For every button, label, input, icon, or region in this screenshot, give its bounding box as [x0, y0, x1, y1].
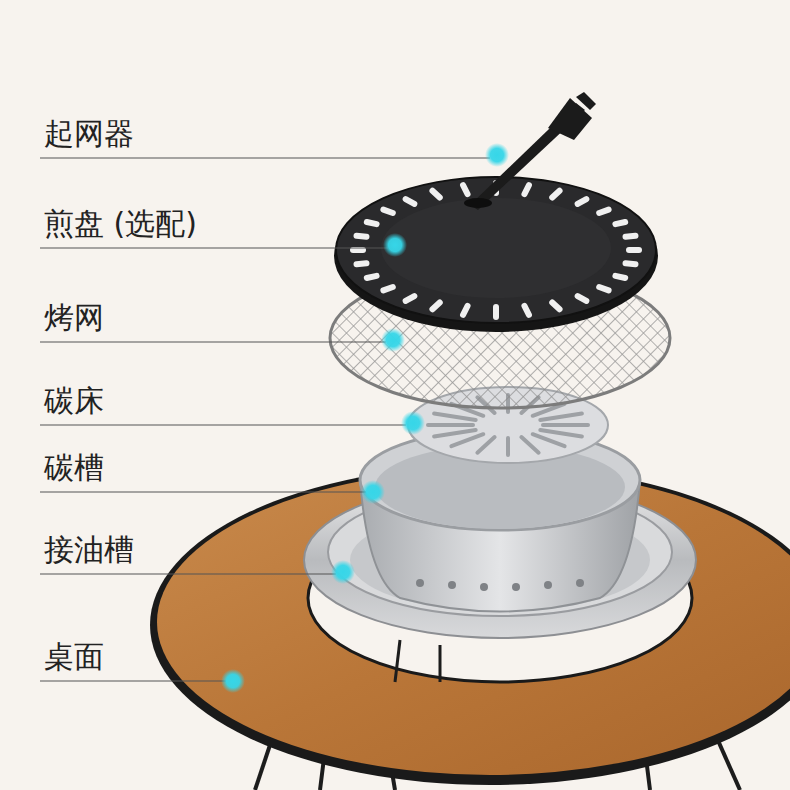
bed-slit [540, 430, 582, 437]
griddle-slot [428, 186, 444, 201]
griddle-slot [493, 304, 499, 320]
griddle-slot [353, 232, 370, 240]
part-label: 起网器 [44, 116, 134, 152]
griddle-slot [548, 298, 564, 313]
griddle-slot [363, 272, 380, 281]
hole-legs [395, 640, 440, 682]
griddle-slot [574, 195, 591, 208]
vent-hole [448, 581, 456, 589]
griddle-slot [380, 206, 397, 217]
bed-slit [506, 438, 510, 455]
vent-hole [544, 581, 552, 589]
griddle-slot [380, 283, 397, 294]
vent-hole [416, 579, 424, 587]
griddle-slot [520, 302, 533, 319]
griddle-slot [520, 181, 533, 198]
griddle-center [381, 198, 611, 298]
griddle-slot [353, 260, 370, 268]
griddle-slot [612, 272, 629, 281]
griddle-slot [595, 206, 612, 217]
bed-slit [540, 414, 582, 421]
vent-hole [512, 583, 520, 591]
part-label: 碳槽 [44, 450, 104, 486]
griddle-slot [428, 298, 444, 313]
griddle-slot [622, 260, 639, 268]
bowl-vents [416, 579, 584, 591]
bed-slit [434, 414, 476, 421]
bed-slit [521, 437, 538, 453]
griddle-slot [574, 292, 591, 305]
griddle-slot [626, 247, 642, 253]
bed-slit [434, 430, 476, 437]
griddle-slot [363, 218, 380, 227]
griddle-slots [350, 180, 642, 320]
part-label: 桌面 [44, 639, 104, 675]
griddle-slot [548, 186, 564, 201]
griddle-slot [612, 218, 629, 227]
vent-hole [480, 583, 488, 591]
part-label: 烤网 [44, 300, 104, 336]
griddle [336, 177, 656, 323]
griddle-slot [622, 232, 639, 240]
griddle-slot [459, 181, 472, 198]
callout-dots [221, 143, 509, 693]
bed-slit [543, 423, 588, 427]
griddle-slot [595, 283, 612, 294]
bed-slit [533, 434, 565, 446]
grill-lifter [464, 92, 596, 210]
griddle-slot [459, 302, 472, 319]
part-label: 接油槽 [44, 532, 134, 568]
leader-lines [40, 158, 490, 681]
griddle-slot [402, 292, 419, 305]
part-label: 碳床 [44, 383, 104, 419]
vent-hole [576, 579, 584, 587]
bed-slit [477, 437, 494, 453]
bed-slit [428, 423, 473, 427]
bed-slit [451, 434, 483, 446]
griddle-slot [402, 195, 419, 208]
part-label: 煎盘 (选配) [44, 206, 197, 242]
